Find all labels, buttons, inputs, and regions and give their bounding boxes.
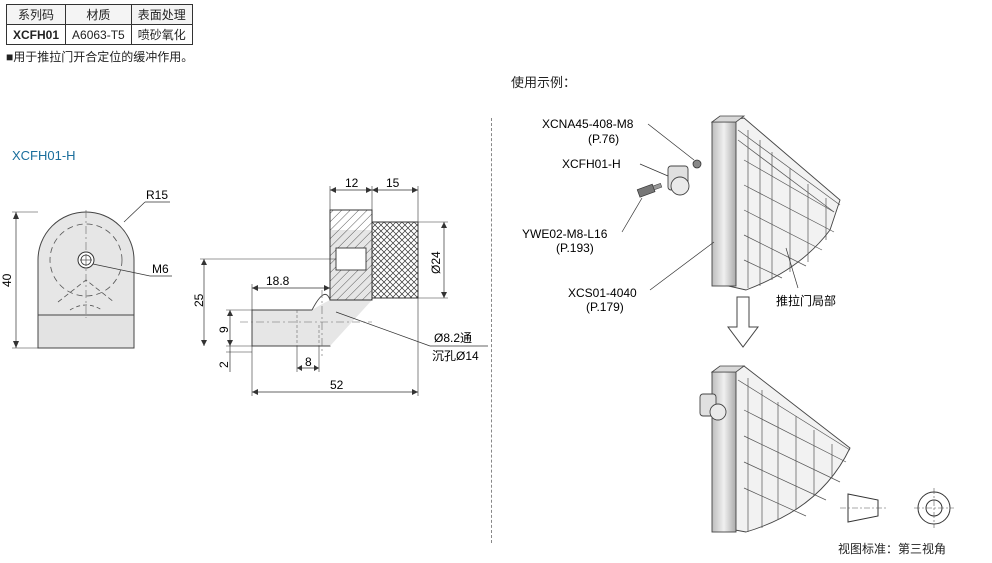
spec-table: 系列码 材质 表面处理 XCFH01 A6063-T5 喷砂氧化 bbox=[5, 4, 193, 45]
callout-xcna: XCNA45-408-M8 bbox=[542, 117, 634, 131]
hole-note-through: Ø8.2通 bbox=[434, 331, 472, 345]
dim-15: 15 bbox=[386, 176, 400, 190]
callout-door-part: 推拉门局部 bbox=[776, 293, 836, 308]
spec-cell-surface: 喷砂氧化 bbox=[130, 24, 193, 45]
front-thread-label: M6 bbox=[152, 262, 169, 276]
callout-ywe: YWE02-M8-L16 bbox=[522, 227, 608, 241]
spec-table-row: XCFH01 A6063-T5 喷砂氧化 bbox=[5, 24, 193, 45]
front-height-label: 40 bbox=[0, 273, 14, 287]
model-label: XCFH01-H bbox=[12, 148, 76, 163]
usage-example-title: 使用示例： bbox=[511, 75, 577, 90]
dim-52: 52 bbox=[330, 378, 344, 392]
third-angle-projection-icon bbox=[840, 488, 954, 528]
side-section-view bbox=[200, 186, 488, 396]
spec-cell-series: XCFH01 bbox=[5, 24, 67, 45]
spec-header-series: 系列码 bbox=[5, 4, 67, 25]
section-divider bbox=[491, 118, 492, 543]
dim-12: 12 bbox=[345, 176, 359, 190]
callout-xcfh: XCFH01-H bbox=[562, 157, 621, 171]
callout-xcs: XCS01-4040 bbox=[568, 286, 637, 300]
spec-table-header-row: 系列码 材质 表面处理 bbox=[5, 4, 193, 25]
dim-8: 8 bbox=[305, 355, 312, 369]
spec-header-material: 材质 bbox=[65, 4, 132, 25]
dim-18-8: 18.8 bbox=[266, 274, 290, 288]
door-assembly-upper bbox=[621, 115, 841, 291]
callout-xcna-page: (P.76) bbox=[588, 132, 619, 146]
spec-header-surface: 表面处理 bbox=[130, 4, 193, 25]
front-view bbox=[12, 201, 172, 349]
hole-note-counterbore: 沉孔Ø14 bbox=[432, 349, 479, 363]
spec-cell-material: A6063-T5 bbox=[65, 24, 132, 45]
dim-25: 25 bbox=[192, 293, 206, 307]
transition-arrow-icon bbox=[727, 296, 759, 348]
callout-ywe-page: (P.193) bbox=[556, 241, 594, 255]
view-standard-label: 视图标准：第三视角 bbox=[838, 542, 947, 556]
dim-diameter-24: Ø24 bbox=[429, 251, 443, 274]
usage-note: ■用于推拉门开合定位的缓冲作用。 bbox=[6, 50, 194, 64]
door-assembly-lower bbox=[699, 365, 851, 533]
dim-9: 9 bbox=[217, 326, 231, 333]
callout-xcs-page: (P.179) bbox=[586, 300, 624, 314]
dim-2: 2 bbox=[217, 361, 231, 368]
front-radius-label: R15 bbox=[146, 188, 168, 202]
